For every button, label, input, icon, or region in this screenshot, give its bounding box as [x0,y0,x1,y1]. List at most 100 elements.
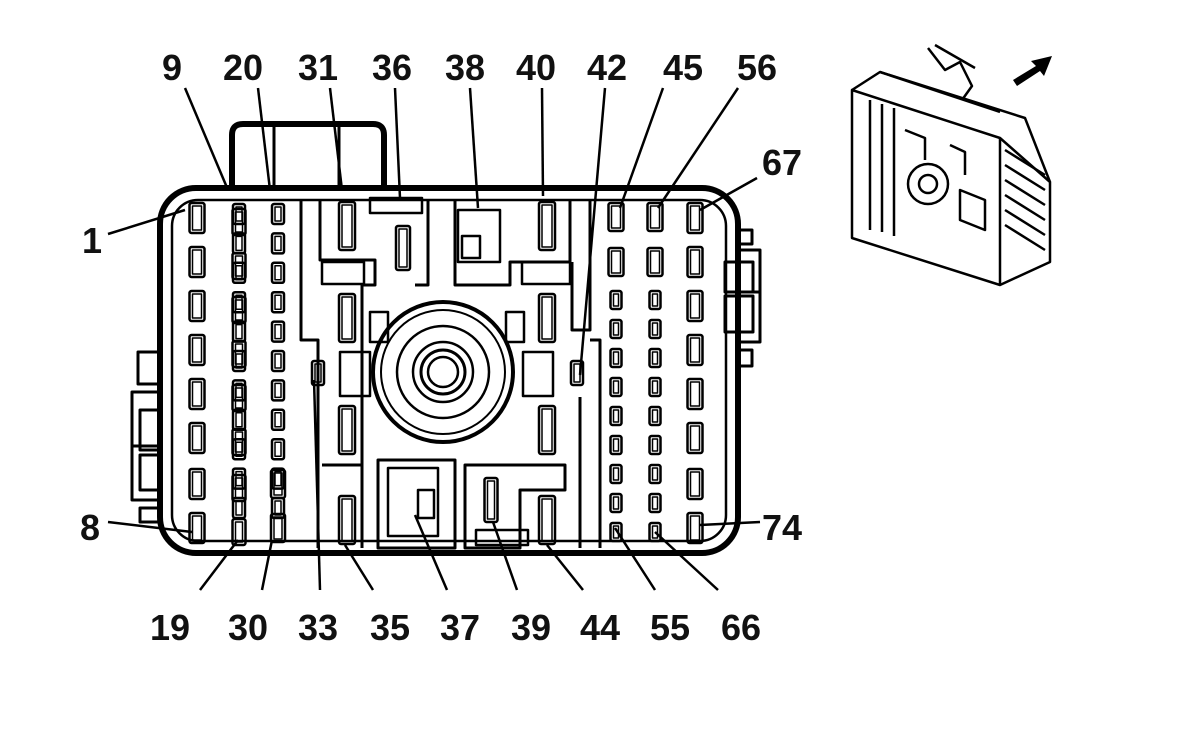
terminal-cavity [648,463,662,485]
terminal-cavity-inner [234,431,244,453]
terminal-cavity-inner [612,438,620,452]
terminal-cavity [686,467,704,501]
terminal-cavity [270,349,286,373]
terminal-cavity-inner [612,467,620,481]
terminal-cavity [648,347,662,369]
terminal-cavity-inner [235,412,243,428]
pin-label-44: 44 [580,607,620,648]
pin-label-37: 37 [440,607,480,648]
pin-label-33: 33 [298,607,338,648]
terminal-cavity [310,359,326,387]
pin-label-66: 66 [721,607,761,648]
leader-line [413,514,449,591]
terminal-cavity [648,376,662,398]
terminal-cavity-inner [651,438,659,452]
terminal-cavity [231,339,247,369]
leader-line [491,521,519,591]
pin-label-9: 9 [162,47,182,88]
connector-face [157,121,741,556]
terminal-cavity-inner [612,380,620,394]
terminal-cavity [188,511,206,545]
terminal-cavity [270,202,286,226]
terminal-cavity-inner [651,525,659,539]
terminal-cavity [270,232,286,255]
terminal-cavity [609,376,623,398]
terminal-cavity-inner [274,323,282,340]
terminal-cavity-inner [612,496,620,510]
leader-line [699,520,761,527]
terminal-cavity-inner [314,363,322,383]
center-bolt-hub [371,300,515,444]
terminal-cavities [188,200,704,547]
leader-line [393,87,402,199]
terminal-cavity-inner [649,205,661,229]
terminal-cavity-inner [274,412,282,428]
terminal-cavity [686,245,704,279]
terminal-cavity-inner [191,293,203,319]
pin-label-74: 74 [762,507,802,548]
leader-line [540,87,545,197]
terminal-cavity [648,405,662,427]
pin-label-36: 36 [372,47,412,88]
connector-isometric-icon [850,43,1052,287]
terminal-cavity-inner [274,294,282,310]
leader-line [183,87,230,191]
terminal-cavity [231,473,247,503]
terminal-cavity-inner [234,477,244,499]
terminal-cavity [686,333,704,367]
terminal-cavity [686,201,704,235]
pin-label-1: 1 [82,220,102,261]
terminal-cavity-inner [541,204,553,248]
leader-line [654,531,719,591]
pin-label-38: 38 [445,47,485,88]
terminal-cavity [648,318,662,340]
terminal-cavity-inner [234,521,244,543]
leader-line [613,527,657,591]
leader-line [618,87,665,209]
pin-label-56: 56 [737,47,777,88]
terminal-cavity [537,200,557,252]
terminal-cavity-inner [541,408,553,452]
terminal-cavity-inner [235,235,243,252]
pin-label-45: 45 [663,47,703,88]
terminal-cavity-inner [651,467,659,481]
terminal-cavity [648,492,662,514]
terminal-cavity-inner [234,343,244,365]
terminal-cavity-inner [612,293,620,307]
terminal-cavity-inner [235,323,243,340]
leader-line [468,87,480,209]
terminal-cavity [686,289,704,323]
leader-line [656,87,740,209]
terminal-cavity [686,421,704,455]
terminal-cavity [609,289,623,311]
terminal-cavity-inner [274,382,282,399]
pin-label-55: 55 [650,607,690,648]
terminal-cavity [188,289,206,323]
terminal-cavity-inner [689,381,701,407]
leader-line [699,176,758,212]
terminal-cavity [231,251,247,281]
terminal-cavity [269,468,287,500]
terminal-cavity [337,494,357,546]
terminal-cavity [646,201,664,233]
terminal-cavity-inner [651,380,659,394]
terminal-cavity-inner [274,235,282,252]
terminal-cavity [569,359,585,387]
terminal-cavity-inner [273,472,283,496]
cavity-partitions [299,200,602,550]
terminal-cavity [648,434,662,456]
pin-label-31: 31 [298,47,338,88]
leader-lines [107,87,761,591]
leader-line [312,379,322,591]
terminal-cavity [231,383,247,413]
terminal-cavity [231,427,247,457]
terminal-cavity [231,517,247,547]
terminal-cavity-inner [651,496,659,510]
terminal-cavity-inner [341,204,353,248]
terminal-cavity-inner [235,500,243,516]
leader-line [107,208,186,236]
terminal-cavity [537,404,557,456]
terminal-cavity [609,318,623,340]
terminal-cavity [231,207,247,237]
pin-label-39: 39 [511,607,551,648]
